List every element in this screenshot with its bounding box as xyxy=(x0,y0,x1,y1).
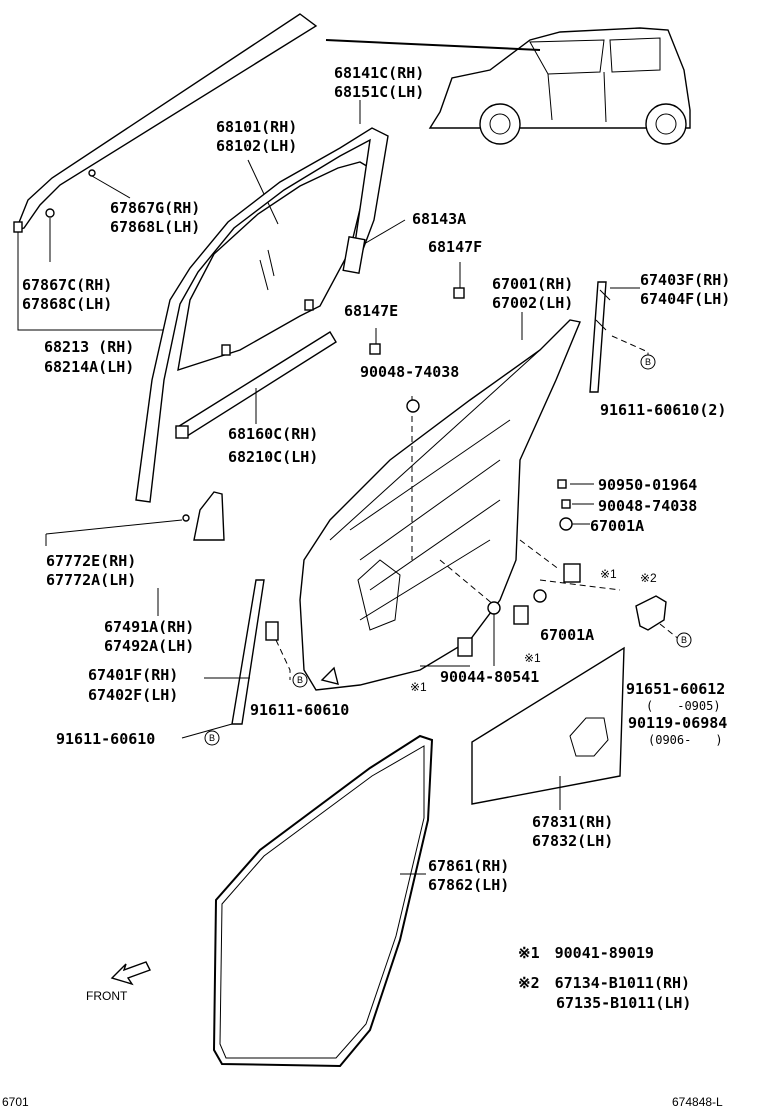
svg-text:B: B xyxy=(645,357,651,367)
label-90044-80541: 90044-80541 xyxy=(440,668,539,686)
car-illustration xyxy=(428,27,691,145)
label-67868l: 67868L(LH) xyxy=(110,218,200,236)
label-67861: 67861(RH) xyxy=(428,857,509,875)
note-mark-2-rh: ※2 67134-B1011(RH) xyxy=(518,974,690,992)
mark-1-b: ※1 xyxy=(524,651,541,665)
label-68143a: 68143A xyxy=(412,210,466,228)
bubble-b-4: B xyxy=(676,632,692,648)
label-67832: 67832(LH) xyxy=(532,832,613,850)
regulator-rear xyxy=(589,281,611,393)
clip-68147e xyxy=(369,328,381,355)
page-code-left: 6701 xyxy=(2,1095,29,1109)
fasteners-right xyxy=(557,479,573,531)
label-67401f: 67401F(RH) xyxy=(88,666,178,684)
label-90048-74038-a: 90048-74038 xyxy=(360,363,459,381)
label-90950-01964: 90950-01964 xyxy=(598,476,697,494)
note-mark-1: ※1 90041-89019 xyxy=(518,944,654,962)
label-68141c: 68141C(RH) xyxy=(334,64,424,82)
leader-car xyxy=(325,39,541,51)
mark-2: ※2 xyxy=(640,571,657,585)
plug-67001a xyxy=(533,589,547,603)
label-90048-74038-b: 90048-74038 xyxy=(598,497,697,515)
label-91651-60612: 91651-60612 xyxy=(626,680,725,698)
label-91611-60610-2: 91611-60610(2) xyxy=(600,401,726,419)
label-68147e: 68147E xyxy=(344,302,398,320)
note-mark-2-lh: 67135-B1011(LH) xyxy=(556,994,691,1012)
pad-68143a xyxy=(342,236,366,274)
belt-moulding xyxy=(174,331,337,439)
label-67492a: 67492A(LH) xyxy=(104,637,194,655)
bubble-b-2: B xyxy=(292,672,308,688)
clip-mark1-b xyxy=(513,605,529,625)
door-trim xyxy=(471,646,625,805)
label-67867c: 67867C(RH) xyxy=(22,276,112,294)
door-lock xyxy=(635,595,667,631)
bubble-b-3: B xyxy=(204,730,220,746)
clip-68147f xyxy=(453,262,465,299)
plug-90044 xyxy=(487,601,501,615)
label-68101: 68101(RH) xyxy=(216,118,297,136)
label-68151c: 68151C(LH) xyxy=(334,83,424,101)
label-91611-60610-d: 91611-60610 xyxy=(56,730,155,748)
label-67772e: 67772E(RH) xyxy=(46,552,136,570)
front-arrow-icon xyxy=(110,961,151,986)
label-67001: 67001(RH) xyxy=(492,275,573,293)
label-68160c: 68160C(RH) xyxy=(228,425,318,443)
svg-text:B: B xyxy=(681,635,687,645)
label-68147f: 68147F xyxy=(428,238,482,256)
weatherstrip xyxy=(212,734,434,1068)
front-label: FRONT xyxy=(86,989,128,1003)
label-91611-60610-c: 91611-60610 xyxy=(250,701,349,719)
page-code-right: 674848-L xyxy=(672,1095,723,1109)
mark-1-c: ※1 xyxy=(410,680,427,694)
label-67862: 67862(LH) xyxy=(428,876,509,894)
label-67403f: 67403F(RH) xyxy=(640,271,730,289)
label-68213: 68213 (RH) xyxy=(44,338,134,356)
clip-mark1-a xyxy=(563,563,581,583)
label-67404f: 67404F(LH) xyxy=(640,290,730,308)
label-67831: 67831(RH) xyxy=(532,813,613,831)
label-date-0905: ( -0905) xyxy=(646,699,721,713)
bubble-b-1: B xyxy=(640,354,656,370)
roof-moulding xyxy=(13,13,318,233)
label-67868c: 67868C(LH) xyxy=(22,295,112,313)
label-67002: 67002(LH) xyxy=(492,294,573,312)
label-68102: 68102(LH) xyxy=(216,137,297,155)
label-67001a-1: 67001A xyxy=(590,517,644,535)
label-68214a: 68214A(LH) xyxy=(44,358,134,376)
svg-text:B: B xyxy=(209,733,215,743)
mark-1-a: ※1 xyxy=(600,567,617,581)
mirror-cover xyxy=(193,491,225,541)
door-glass xyxy=(177,161,371,372)
clip-mark1-c xyxy=(457,637,473,657)
bolt-90048-a xyxy=(406,399,420,413)
label-67867g: 67867G(RH) xyxy=(110,199,200,217)
svg-text:B: B xyxy=(297,675,303,685)
label-67491a: 67491A(RH) xyxy=(104,618,194,636)
label-68210c: 68210C(LH) xyxy=(228,448,318,466)
door-panel xyxy=(299,319,581,691)
label-date-0906: (0906- ) xyxy=(648,733,723,747)
regulator-front xyxy=(231,579,279,725)
label-67402f: 67402F(LH) xyxy=(88,686,178,704)
label-67772a: 67772A(LH) xyxy=(46,571,136,589)
label-90119-06984: 90119-06984 xyxy=(628,714,727,732)
label-67001a-2: 67001A xyxy=(540,626,594,644)
